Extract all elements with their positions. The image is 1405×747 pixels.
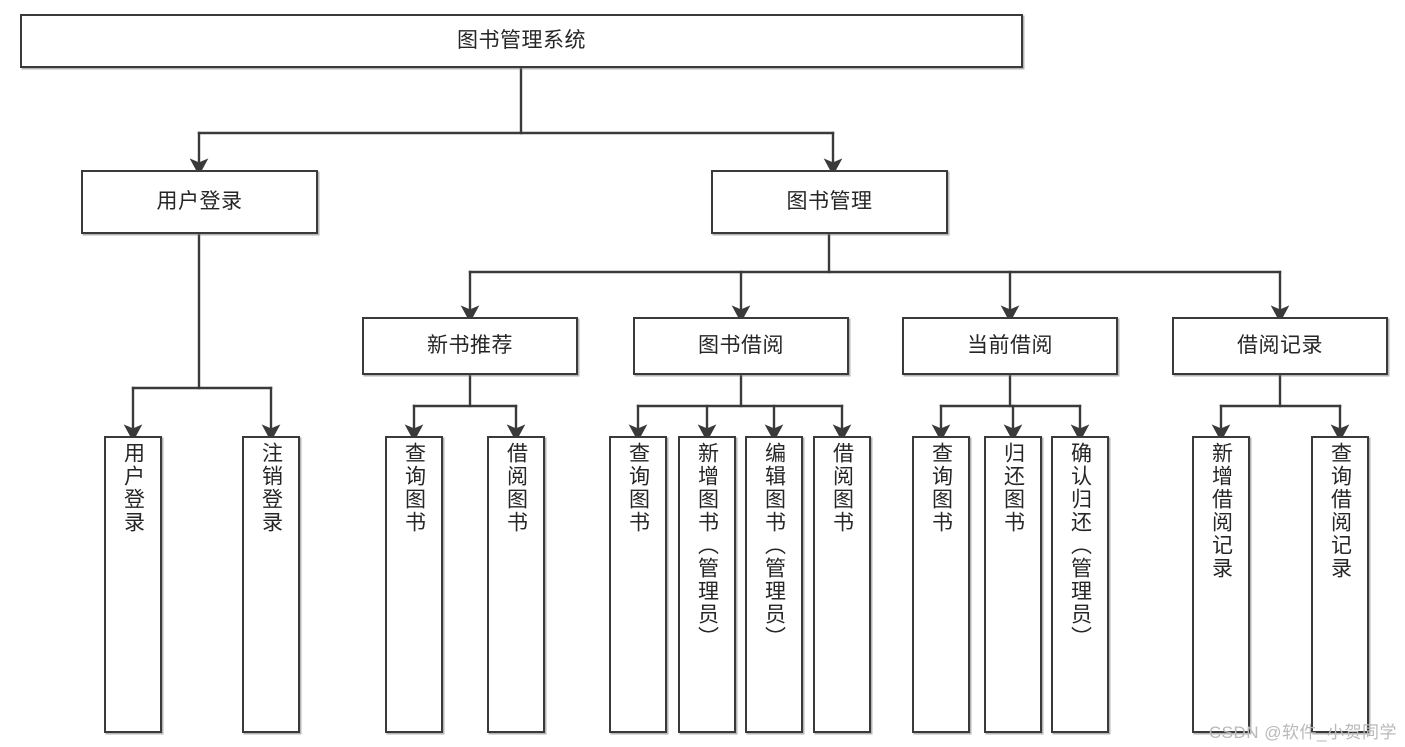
- node-book-management[interactable]: 图书管理: [711, 170, 948, 234]
- csdn-watermark: CSDN @软件_小贺同学: [1208, 723, 1397, 742]
- node-leaf-query-book-1[interactable]: 查询图书: [385, 436, 443, 733]
- node-leaf-confirm-return-label: 确认归还（管理员）: [1068, 442, 1092, 649]
- node-root[interactable]: 图书管理系统: [20, 14, 1023, 68]
- node-leaf-query-book-1-label: 查询图书: [402, 442, 426, 534]
- node-leaf-edit-book[interactable]: 编辑图书（管理员）: [745, 436, 803, 733]
- node-leaf-edit-book-label: 编辑图书（管理员）: [762, 442, 786, 649]
- node-leaf-borrow-book-1-label: 借阅图书: [504, 442, 528, 534]
- node-leaf-logout-label: 注销登录: [259, 442, 283, 534]
- node-new-book-recommend-label: 新书推荐: [427, 333, 513, 357]
- node-leaf-confirm-return[interactable]: 确认归还（管理员）: [1051, 436, 1109, 733]
- node-leaf-borrow-book-2-label: 借阅图书: [830, 442, 854, 534]
- node-book-management-label: 图书管理: [786, 189, 873, 213]
- node-borrow-records-label: 借阅记录: [1237, 333, 1323, 357]
- node-leaf-borrow-book-2[interactable]: 借阅图书: [813, 436, 871, 733]
- node-current-borrow-label: 当前借阅: [967, 333, 1053, 357]
- node-leaf-query-book-3[interactable]: 查询图书: [912, 436, 970, 733]
- node-borrow-records[interactable]: 借阅记录: [1172, 317, 1388, 375]
- node-leaf-return-book[interactable]: 归还图书: [984, 436, 1042, 733]
- node-leaf-add-book-label: 新增图书（管理员）: [695, 442, 719, 649]
- node-user-login[interactable]: 用户登录: [81, 170, 318, 234]
- node-leaf-add-book[interactable]: 新增图书（管理员）: [678, 436, 736, 733]
- node-leaf-query-borrow-record[interactable]: 查询借阅记录: [1311, 436, 1369, 733]
- node-leaf-query-book-2[interactable]: 查询图书: [609, 436, 667, 733]
- node-current-borrow[interactable]: 当前借阅: [902, 317, 1118, 375]
- node-leaf-query-book-3-label: 查询图书: [929, 442, 953, 534]
- node-leaf-query-book-2-label: 查询图书: [626, 442, 650, 534]
- node-leaf-borrow-book-1[interactable]: 借阅图书: [487, 436, 545, 733]
- node-book-borrow-label: 图书借阅: [698, 333, 784, 357]
- node-book-borrow[interactable]: 图书借阅: [633, 317, 849, 375]
- node-leaf-user-login[interactable]: 用户登录: [104, 436, 162, 733]
- node-leaf-add-borrow-record[interactable]: 新增借阅记录: [1192, 436, 1250, 733]
- node-leaf-return-book-label: 归还图书: [1001, 442, 1025, 534]
- node-leaf-logout[interactable]: 注销登录: [242, 436, 300, 733]
- node-user-login-label: 用户登录: [156, 189, 243, 213]
- node-new-book-recommend[interactable]: 新书推荐: [362, 317, 578, 375]
- node-leaf-add-borrow-record-label: 新增借阅记录: [1209, 442, 1233, 580]
- node-leaf-user-login-label: 用户登录: [121, 442, 145, 534]
- node-root-label: 图书管理系统: [457, 28, 586, 52]
- node-leaf-query-borrow-record-label: 查询借阅记录: [1328, 442, 1352, 580]
